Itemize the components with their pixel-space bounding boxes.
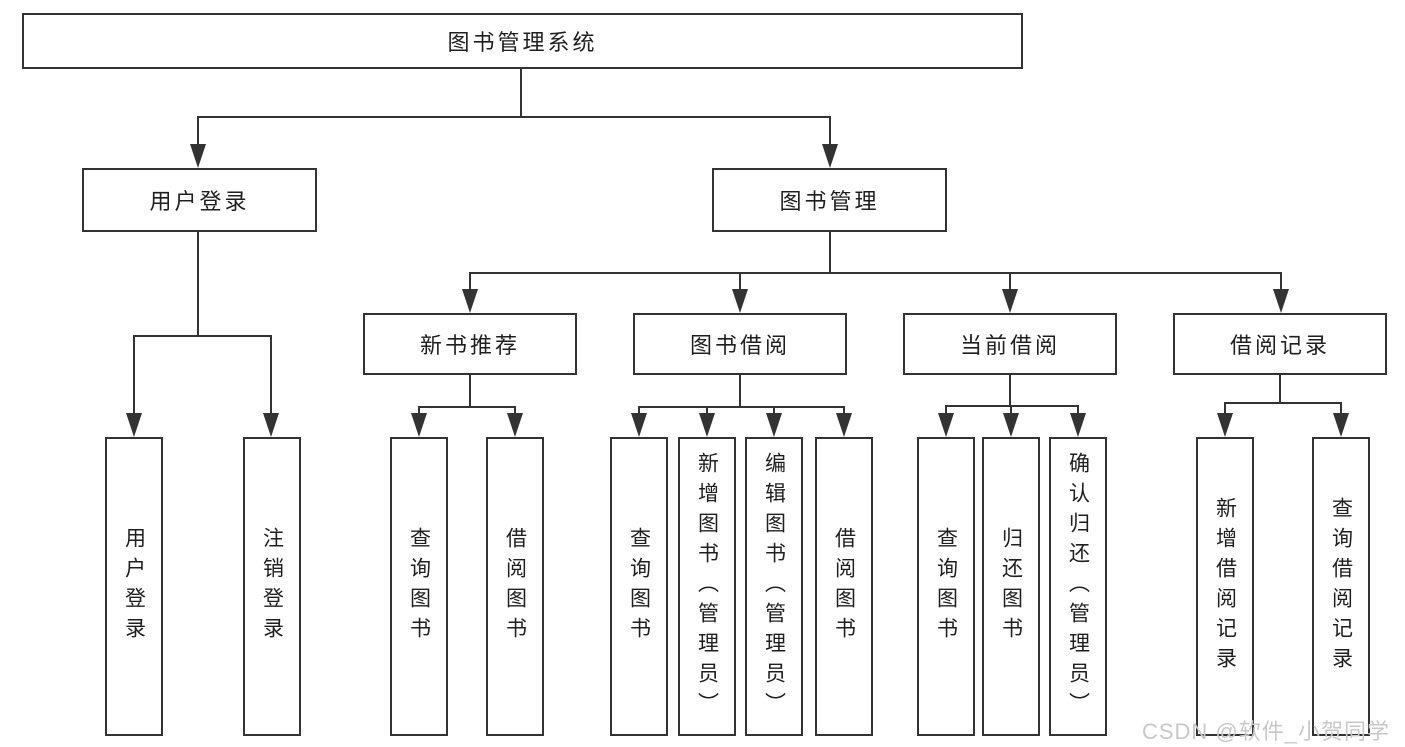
connector-drop bbox=[706, 406, 708, 416]
arrow-down-icon bbox=[822, 144, 838, 168]
connector-drop-borrow-records bbox=[1280, 272, 1282, 292]
connector-drop-book-borrowing bbox=[739, 272, 741, 292]
connector-drop bbox=[1340, 402, 1342, 416]
arrow-down-icon bbox=[836, 413, 852, 437]
leaf-label: 新增图书（管理员） bbox=[695, 451, 719, 722]
node-borrow-records: 借阅记录 bbox=[1173, 313, 1387, 375]
leaf-borrowing-edit-book: 编辑图书（管理员） bbox=[745, 437, 803, 736]
connector-user-login-stem bbox=[197, 232, 199, 337]
connector-book-borrowing-stem bbox=[739, 375, 741, 408]
connector-book-borrowing-bar bbox=[638, 406, 845, 408]
connector-drop-current-borrowing bbox=[1009, 272, 1011, 292]
leaf-user-login: 用户登录 bbox=[105, 437, 163, 736]
leaf-label: 查询图书 bbox=[934, 526, 958, 647]
leaf-label: 归还图书 bbox=[999, 526, 1023, 647]
node-book-management: 图书管理 bbox=[712, 168, 947, 232]
connector-root-bar bbox=[197, 116, 831, 118]
connector-borrow-records-stem bbox=[1279, 375, 1281, 404]
leaf-label: 借阅图书 bbox=[503, 526, 527, 647]
connector-drop bbox=[418, 406, 420, 416]
connector-drop-book-management bbox=[829, 116, 831, 148]
arrow-down-icon bbox=[411, 413, 427, 437]
leaf-label: 注销登录 bbox=[260, 526, 284, 647]
leaf-label: 编辑图书（管理员） bbox=[762, 451, 786, 722]
arrow-down-icon bbox=[938, 413, 954, 437]
arrow-down-icon bbox=[631, 413, 647, 437]
arrow-down-icon bbox=[462, 289, 478, 313]
leaf-label: 查询图书 bbox=[407, 526, 431, 647]
node-label: 图书管理 bbox=[779, 189, 880, 214]
connector-drop-new-book-recommend bbox=[469, 272, 471, 292]
arrow-down-icon bbox=[1003, 413, 1019, 437]
connector-drop bbox=[514, 406, 516, 416]
connector-new-book-recommend-stem bbox=[469, 375, 471, 408]
node-label: 图书借阅 bbox=[689, 333, 790, 358]
connector-drop bbox=[773, 406, 775, 416]
leaf-label: 新增借阅记录 bbox=[1213, 496, 1237, 677]
connector-drop-login bbox=[133, 335, 135, 415]
leaf-current-confirm-return: 确认归还（管理员） bbox=[1049, 437, 1107, 736]
leaf-borrowing-query-book: 查询图书 bbox=[610, 437, 668, 736]
leaf-current-query-book: 查询图书 bbox=[917, 437, 975, 736]
leaf-label: 确认归还（管理员） bbox=[1066, 451, 1090, 722]
node-label: 借阅记录 bbox=[1229, 333, 1330, 358]
leaf-current-return-book: 归还图书 bbox=[982, 437, 1040, 736]
connector-book-management-stem bbox=[829, 232, 831, 274]
leaf-borrowing-add-book: 新增图书（管理员） bbox=[678, 437, 736, 736]
leaf-logout: 注销登录 bbox=[243, 437, 301, 736]
connector-current-borrowing-bar bbox=[945, 405, 1079, 407]
connector-drop bbox=[945, 405, 947, 416]
connector-user-login-bar bbox=[133, 335, 272, 337]
arrow-down-icon bbox=[1333, 413, 1349, 437]
leaf-borrowing-borrow-book: 借阅图书 bbox=[815, 437, 873, 736]
arrow-down-icon bbox=[732, 289, 748, 313]
arrow-down-icon bbox=[190, 144, 206, 168]
leaf-recommend-borrow-book: 借阅图书 bbox=[486, 437, 544, 736]
connector-borrow-records-bar bbox=[1224, 402, 1342, 404]
connector-new-book-recommend-bar bbox=[418, 406, 515, 408]
arrow-down-icon bbox=[1217, 413, 1233, 437]
connector-drop bbox=[638, 406, 640, 416]
arrow-down-icon bbox=[766, 413, 782, 437]
arrow-down-icon bbox=[699, 413, 715, 437]
leaf-records-add-record: 新增借阅记录 bbox=[1196, 437, 1254, 736]
arrow-down-icon bbox=[126, 413, 142, 437]
node-library-management-system: 图书管理系统 bbox=[22, 13, 1023, 69]
connector-drop bbox=[1010, 405, 1012, 416]
node-current-borrowing: 当前借阅 bbox=[903, 313, 1117, 375]
connector-drop-logout bbox=[270, 335, 272, 415]
connector-drop bbox=[843, 406, 845, 416]
node-label: 图书管理系统 bbox=[447, 30, 598, 55]
arrow-down-icon bbox=[507, 413, 523, 437]
leaf-recommend-query-book: 查询图书 bbox=[390, 437, 448, 736]
node-label: 新书推荐 bbox=[419, 333, 520, 358]
arrow-down-icon bbox=[263, 413, 279, 437]
csdn-watermark: CSDN @软件_小贺同学 bbox=[1141, 719, 1390, 744]
leaf-records-query-record: 查询借阅记录 bbox=[1312, 437, 1370, 736]
arrow-down-icon bbox=[1070, 413, 1086, 437]
leaf-label: 用户登录 bbox=[122, 526, 146, 647]
node-label: 用户登录 bbox=[149, 189, 250, 214]
leaf-label: 查询借阅记录 bbox=[1329, 496, 1353, 677]
arrow-down-icon bbox=[1002, 289, 1018, 313]
node-label: 当前借阅 bbox=[959, 333, 1060, 358]
leaf-label: 查询图书 bbox=[627, 526, 651, 647]
connector-book-management-bar bbox=[469, 272, 1282, 274]
connector-current-borrowing-stem bbox=[1009, 375, 1011, 407]
connector-root-stem bbox=[520, 69, 522, 117]
node-book-borrowing: 图书借阅 bbox=[633, 313, 847, 375]
connector-drop bbox=[1224, 402, 1226, 416]
connector-drop bbox=[1077, 405, 1079, 416]
arrow-down-icon bbox=[1273, 289, 1289, 313]
node-new-book-recommend: 新书推荐 bbox=[363, 313, 577, 375]
connector-drop-user-login bbox=[197, 116, 199, 148]
node-user-login: 用户登录 bbox=[82, 168, 317, 232]
leaf-label: 借阅图书 bbox=[832, 526, 856, 647]
